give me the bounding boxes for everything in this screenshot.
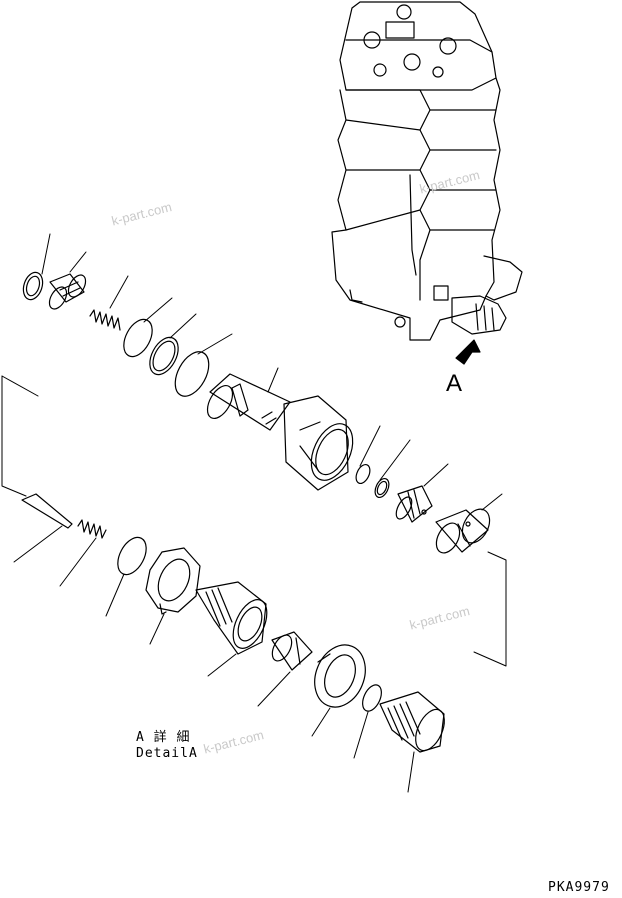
detail-caption-english: DetailA (136, 746, 198, 761)
valve-block-assembly (331, 1, 523, 365)
leader-lines (13, 233, 503, 793)
assembly-axis-line (1, 375, 507, 667)
view-arrow (455, 339, 481, 365)
parts-row-lower (21, 493, 445, 753)
drawing-code: PKA9979 (548, 880, 610, 895)
detail-caption-japanese: A 詳 細 (136, 730, 191, 745)
view-a-label: A (446, 370, 463, 397)
parts-row-upper (22, 271, 491, 554)
